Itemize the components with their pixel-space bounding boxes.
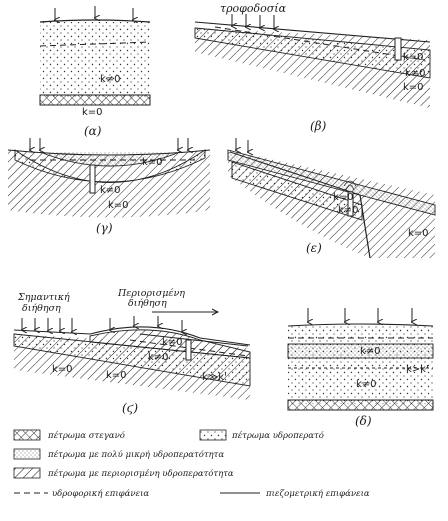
well	[394, 37, 402, 61]
well	[89, 164, 96, 194]
legend-item: υδροφορική επιφάνεια	[52, 488, 149, 499]
aquifer-layer	[14, 149, 206, 183]
water-table	[39, 41, 151, 47]
recharge-arrows	[55, 6, 133, 20]
low-permeability-layer	[227, 149, 436, 216]
recharge-arrows	[30, 138, 188, 150]
k-label: k≠0	[356, 379, 377, 390]
well	[185, 339, 192, 361]
strong-infiltration-label: διήθηση	[22, 303, 61, 314]
piezometric-surface	[229, 151, 361, 196]
low-permeability-layer	[39, 151, 181, 167]
recharge-arrows	[22, 316, 182, 332]
legend-swatch-permeable	[199, 429, 227, 441]
limited-infiltration-label: Περιορισμένη	[117, 288, 185, 299]
k-label: k=0	[333, 192, 354, 203]
impermeable-base	[287, 399, 434, 411]
k-label: k≠0	[100, 74, 121, 85]
aquifer-layer	[231, 161, 363, 221]
aquifer-layer	[40, 22, 150, 97]
ground-surface	[39, 19, 151, 23]
ground-surface	[13, 326, 251, 346]
recharge-arrows	[232, 14, 274, 29]
impermeable-rock	[8, 150, 210, 218]
low-permeability-layer	[287, 343, 434, 359]
k-label: k>k'	[406, 364, 429, 375]
legend-swatch-very-low-permeability	[13, 448, 41, 460]
legend-item: πιεζομετρική επιφάνεια	[265, 488, 370, 499]
legend-swatch-limited-permeability	[13, 467, 41, 479]
panel-caption: (δ)	[355, 414, 372, 428]
k-label: k=0	[408, 228, 429, 239]
panel-caption: (β)	[310, 119, 327, 133]
water-table	[214, 26, 426, 61]
artesian-well	[347, 191, 354, 217]
k-label: k=0	[108, 200, 129, 211]
panel-b: τροφοδοσία k=0 k≠0 k=0 (β)	[194, 2, 431, 133]
legend: πέτρωμα στεγανό πέτρωμα υδροπερατό πέτρω…	[13, 429, 370, 499]
k-label: k=0	[403, 82, 424, 93]
k-label: k=0	[52, 364, 73, 375]
panel-caption: (ϛ)	[122, 401, 138, 415]
strong-infiltration-label: Σημαντική	[17, 292, 70, 303]
k-label: k≠0	[148, 352, 169, 363]
panel-d: k=0 k≠0 k=0 (ε)	[227, 138, 436, 259]
recharge-arrows	[308, 308, 412, 322]
spring-icon	[343, 180, 357, 191]
panel-caption: (γ)	[96, 221, 113, 235]
recharge-title: τροφοδοσία	[220, 2, 287, 15]
k-label: k≠0	[360, 346, 381, 357]
legend-swatch-impermeable	[13, 429, 41, 441]
fault-line	[359, 194, 371, 259]
panel-f: k≠0 k≠0 k>k' (δ)	[287, 308, 434, 428]
panel-e: Σημαντική διήθηση Περιορισμένη διήθηση k…	[13, 288, 251, 415]
panel-caption: (ε)	[306, 241, 322, 255]
limited-infiltration-label: διήθηση	[128, 298, 167, 309]
k-label: k≠0	[162, 337, 183, 348]
k-label: k=0	[403, 52, 424, 63]
ground-surface	[287, 323, 434, 327]
arrow-head-icon	[211, 308, 220, 316]
k-label: k=0	[106, 370, 127, 381]
legend-item: πέτρωμα υδροπερατό	[231, 430, 324, 441]
legend-item: πέτρωμα με περιορισμένη υδροπερατότητα	[47, 468, 234, 479]
legend-item: πέτρωμα στεγανό	[47, 430, 125, 441]
panel-c: k=0 k≠0 k=0 (γ)	[7, 138, 211, 235]
piezometric-surface	[139, 333, 249, 347]
recharge-arrows	[236, 138, 248, 152]
panel-caption: (α)	[84, 124, 102, 138]
k-label: k≠0	[100, 185, 121, 196]
aquifer-layer	[194, 27, 431, 79]
k-label: k≫k'	[202, 372, 227, 383]
k-label: k≠0	[405, 68, 426, 79]
panel-a: k≠0 k=0 (α)	[39, 6, 151, 138]
impermeable-base	[39, 94, 151, 106]
aquifer-layer	[288, 326, 433, 404]
k-label: k=0	[82, 107, 103, 118]
k-label: k≠0	[338, 205, 359, 216]
legend-item: πέτρωμα με πολύ μικρή υδροπερατότητα	[47, 449, 224, 460]
k-label: k=0	[142, 157, 163, 168]
